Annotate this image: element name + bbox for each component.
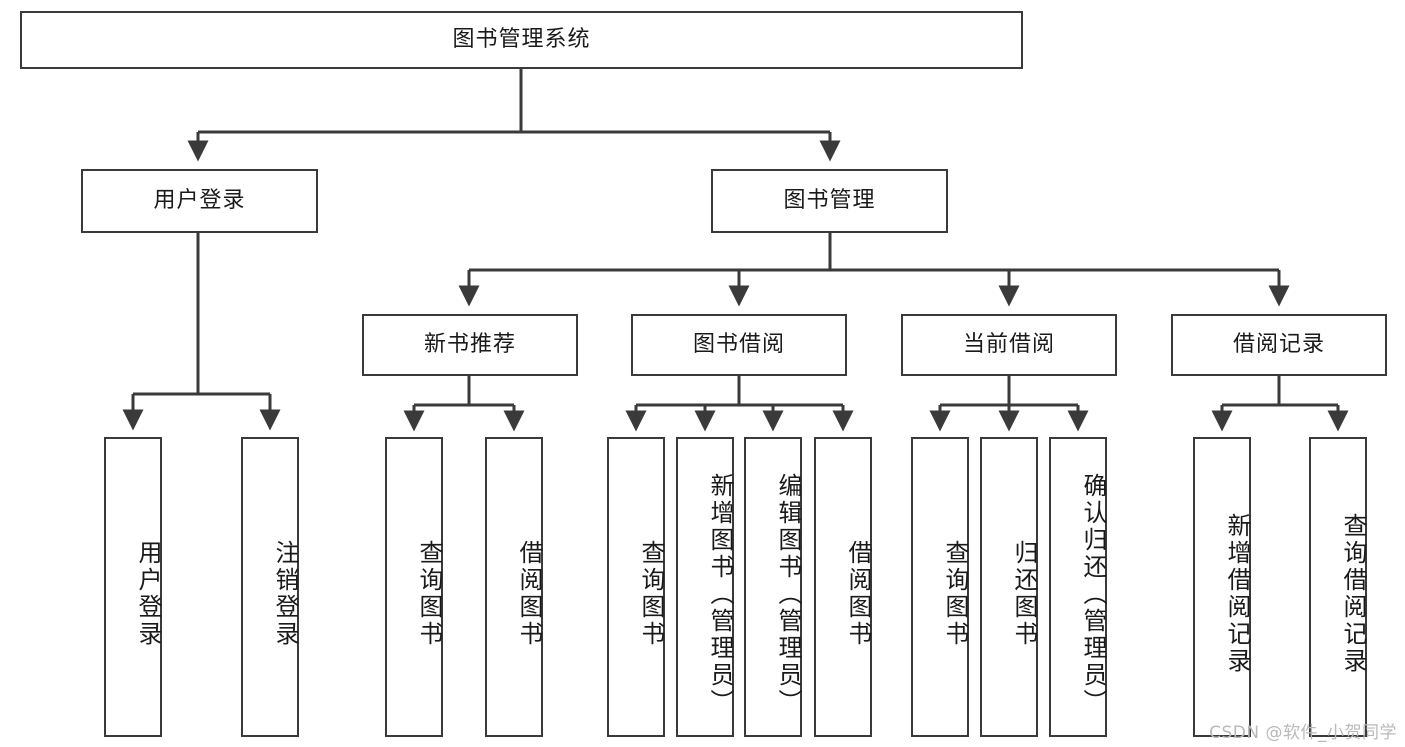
node-book-borrow[interactable]: 图书借阅 xyxy=(631,314,847,376)
node-new-book-rec-label: 新书推荐 xyxy=(423,331,516,357)
node-leaf-borrow-book-1[interactable]: 借阅图书 xyxy=(485,437,543,737)
node-leaf-query-book-1[interactable]: 查询图书 xyxy=(385,437,443,737)
node-leaf-edit-book[interactable]: 编辑图书（管理员） xyxy=(744,437,802,737)
node-book-manage[interactable]: 图书管理 xyxy=(711,169,948,233)
node-leaf-borrow-book-2-label: 借阅图书 xyxy=(844,540,872,648)
node-leaf-return-book[interactable]: 归还图书 xyxy=(980,437,1038,737)
node-user-login[interactable]: 用户登录 xyxy=(81,169,318,233)
node-leaf-user-login[interactable]: 用户登录 xyxy=(104,437,162,737)
node-root-label: 图书管理系统 xyxy=(452,26,591,52)
node-leaf-query-record-label: 查询借阅记录 xyxy=(1339,513,1367,675)
node-leaf-logout-label: 注销登录 xyxy=(271,540,299,648)
node-leaf-logout[interactable]: 注销登录 xyxy=(241,437,299,737)
node-leaf-return-book-label: 归还图书 xyxy=(1010,540,1038,648)
node-leaf-user-login-label: 用户登录 xyxy=(134,540,162,648)
node-leaf-add-book[interactable]: 新增图书（管理员） xyxy=(676,437,734,737)
node-user-login-label: 用户登录 xyxy=(153,187,246,213)
node-new-book-rec[interactable]: 新书推荐 xyxy=(362,314,578,376)
node-leaf-query-book-3[interactable]: 查询图书 xyxy=(911,437,969,737)
node-leaf-query-book-1-label: 查询图书 xyxy=(415,540,443,648)
node-root[interactable]: 图书管理系统 xyxy=(20,11,1023,69)
watermark-text: CSDN @软件_小贺同学 xyxy=(1209,723,1397,743)
node-leaf-add-book-label: 新增图书（管理员） xyxy=(706,472,734,716)
node-leaf-confirm-return[interactable]: 确认归还（管理员） xyxy=(1049,437,1107,737)
node-leaf-confirm-return-label: 确认归还（管理员） xyxy=(1079,472,1107,716)
node-current-borrow-label: 当前借阅 xyxy=(962,331,1055,357)
node-leaf-edit-book-label: 编辑图书（管理员） xyxy=(774,472,802,716)
node-leaf-query-book-2-label: 查询图书 xyxy=(637,540,665,648)
node-leaf-borrow-book-1-label: 借阅图书 xyxy=(515,540,543,648)
node-borrow-record-label: 借阅记录 xyxy=(1232,331,1325,357)
node-leaf-query-book-2[interactable]: 查询图书 xyxy=(607,437,665,737)
node-leaf-query-record[interactable]: 查询借阅记录 xyxy=(1309,437,1367,737)
node-borrow-record[interactable]: 借阅记录 xyxy=(1171,314,1387,376)
node-leaf-query-book-3-label: 查询图书 xyxy=(941,540,969,648)
node-leaf-add-record-label: 新增借阅记录 xyxy=(1223,513,1251,675)
node-book-manage-label: 图书管理 xyxy=(783,187,876,213)
node-leaf-add-record[interactable]: 新增借阅记录 xyxy=(1193,437,1251,737)
node-leaf-borrow-book-2[interactable]: 借阅图书 xyxy=(814,437,872,737)
node-book-borrow-label: 图书借阅 xyxy=(692,331,785,357)
node-current-borrow[interactable]: 当前借阅 xyxy=(901,314,1117,376)
